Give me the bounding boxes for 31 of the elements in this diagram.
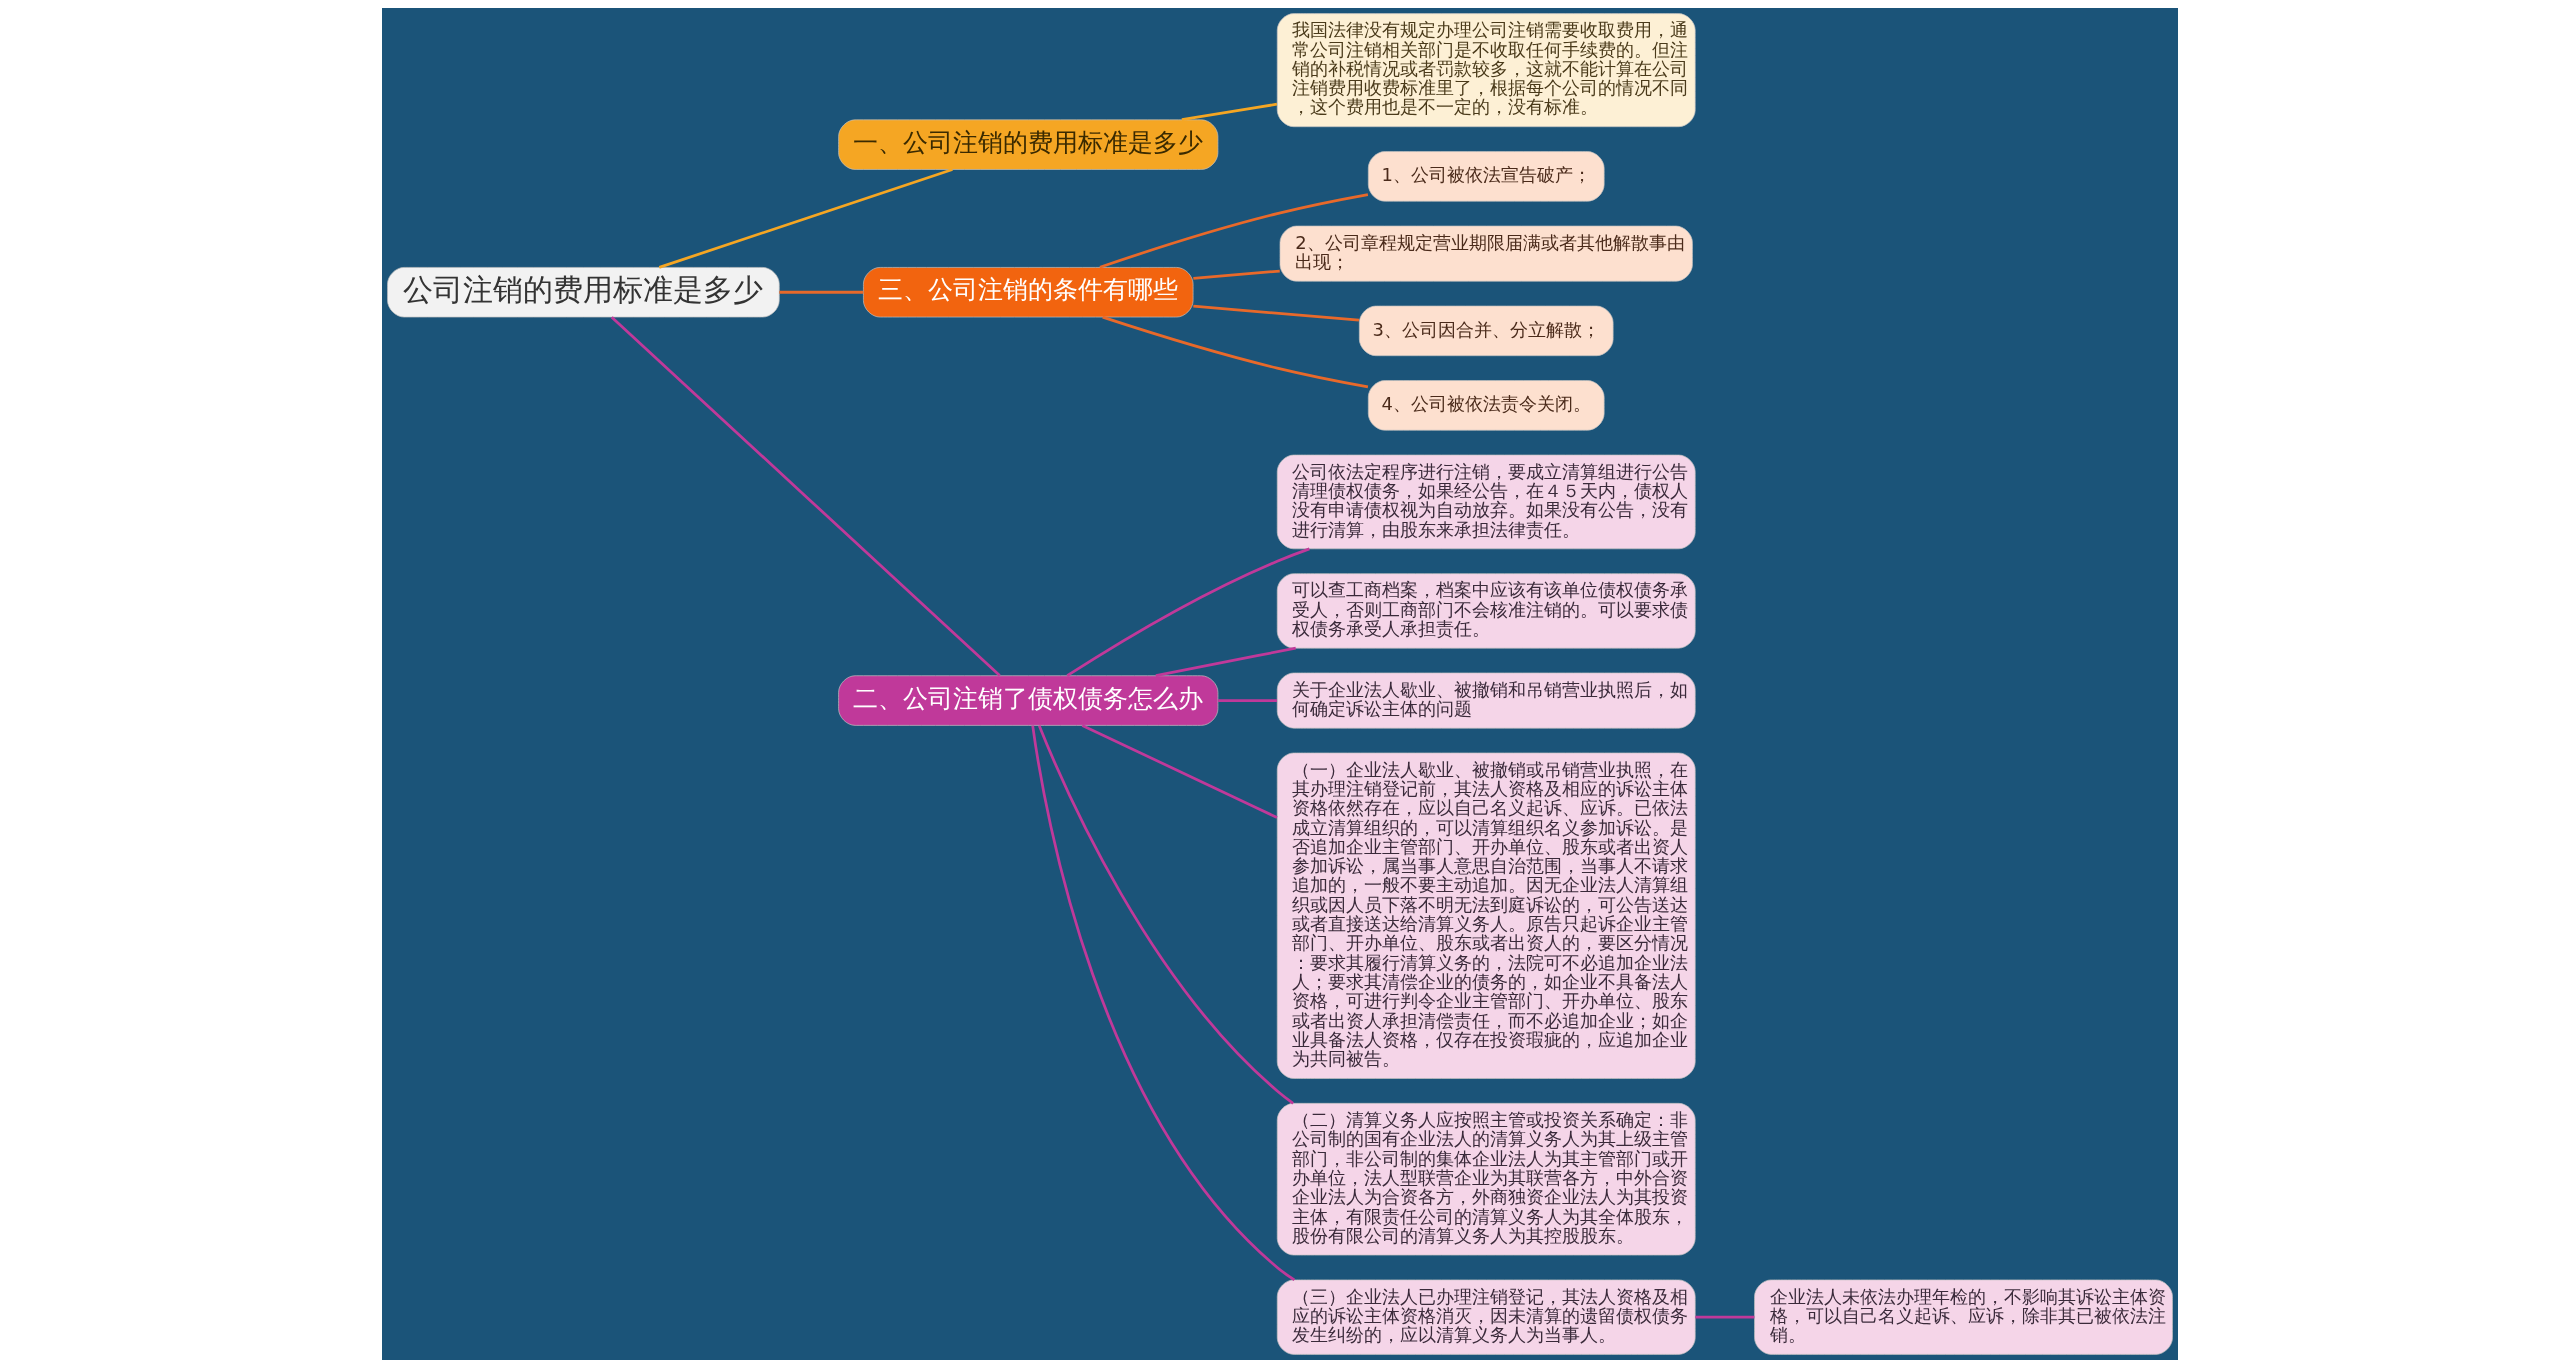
node-box: （一）企业法人歇业、被撤销或吊销营业执照，在其办理注销登记前，其法人资格及相应的诉讼主体资格依然存在，应以自己名义起诉、应诉。已依法成立清算组织的，可以清算组织名义参加诉讼。是否追加企业主管部门、开办单位、股东或者出资人参加诉讼，属当事人意思自治范围，当事人不请求追加的，一般不要主动追加。因无企业法人清算组织或因人员下落不明无法到庭诉讼的，可公告送达或者直接送达给清算义务人。原告只起诉企业主管部门、开办单位、股东或者出资人的，要区分情况：要求其履行清算义务的，法院可不必追加企业法人；要求其清偿企业的债务的，如企业不具备法人资格，可进行判令企业主管部门、开办单位、股东或者出资人承担清偿责任，而不必追加企业；如企业具备法人资格，仅存在投资瑕疵的，应追加企业为共同被告。	[1276, 752, 1696, 1079]
node-box: 4、公司被依法责令关闭。	[1367, 380, 1605, 431]
node-box: 一、公司注销的费用标准是多少	[838, 119, 1219, 170]
connector	[1193, 304, 1360, 322]
connector	[1099, 193, 1369, 269]
connector	[1038, 725, 1294, 1105]
node-box: （三）企业法人已办理注销登记，其法人资格及相应的诉讼主体资格消灭，因未清算的遗留债权债务发生纠纷的，应以清算义务人为当事人。	[1276, 1279, 1696, 1355]
connector	[1181, 102, 1278, 122]
connector	[610, 316, 1001, 677]
connector	[1218, 699, 1277, 702]
connector	[1102, 315, 1369, 389]
connector	[779, 290, 864, 294]
node-box: 关于企业法人歇业、被撤销和吊销营业执照后，如何确定诉讼主体的问题	[1276, 672, 1696, 729]
node-box: （二）清算义务人应按照主管或投资关系确定：非公司制的国有企业法人的清算义务人为其上级主管部门，非公司制的集体企业法人为其主管部门或开办单位，法人型联营企业为其联营各方，中外合资企业法人为合资各方，外商独资企业法人为其投资主体，有限责任公司的清算义务人为其全体股东，股份有限公司的清算义务人为其控股股东。	[1276, 1103, 1696, 1256]
node-box: 2、公司章程规定营业期限届满或者其他解散事由出现；	[1279, 225, 1693, 282]
connector	[1031, 725, 1296, 1282]
connector	[1695, 1315, 1755, 1319]
node-box: 公司注销的费用标准是多少	[387, 267, 780, 318]
connector	[1193, 269, 1280, 280]
node-box: 我国法律没有规定办理公司注销需要收取费用，通常公司注销相关部门是不收取任何手续费的。但注销的补税情况或者罚款较多，这就不能计算在公司注销费用收费标准里了，根据每个公司的情况不同，这个费用也是不一定的，没有标准。	[1276, 13, 1696, 128]
node-box: 三、公司注销的条件有哪些	[863, 267, 1194, 318]
node-box: 二、公司注销了债权债务怎么办	[838, 675, 1219, 726]
connector	[1066, 547, 1310, 677]
node-box: 可以查工商档案，档案中应该有该单位债权债务承受人，否则工商部门不会核准注销的。可以要求债权债务承受人承担责任。	[1276, 573, 1696, 649]
node-box: 1、公司被依法宣告破产；	[1367, 151, 1605, 202]
node-box: 3、公司因合并、分立解散；	[1358, 305, 1614, 357]
connector	[658, 168, 953, 269]
connector	[1155, 646, 1296, 678]
node-box: 企业法人未依法办理年检的，不影响其诉讼主体资格，可以自己名义起诉、应诉，除非其已被依法注销。	[1754, 1279, 2173, 1355]
connector	[1081, 724, 1278, 819]
node-box: 公司依法定程序进行注销，要成立清算组进行公告清理债权债务，如果经公告，在４５天内，债权人没有申请债权视为自动放弃。如果没有公告，没有进行清算，由股东来承担法律责任。	[1276, 454, 1696, 550]
